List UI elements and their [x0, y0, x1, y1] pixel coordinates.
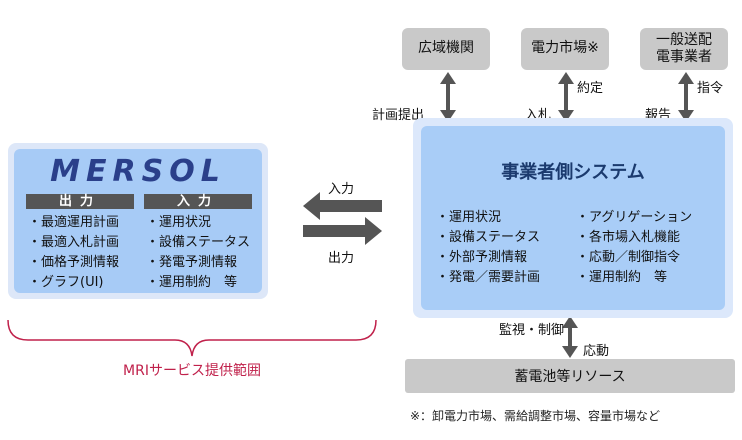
kouiki-box: 広域機関: [402, 28, 490, 70]
kouiki-label: 広域機関: [418, 40, 474, 57]
input-label: 入力: [328, 182, 355, 197]
mersol-logo: MERSOL: [50, 154, 226, 189]
transmission-operator-label-2: 電事業者: [656, 49, 712, 65]
market-double-arrow: [558, 72, 574, 122]
plan-submit-label: 計画提出: [372, 108, 425, 123]
mri-scope-label: MRIサービス提供範囲: [123, 363, 261, 379]
power-market-label: 電力市場※: [531, 40, 599, 57]
power-market-box: 電力市場※: [521, 28, 609, 70]
business-system-right-list: ・アグリゲーション ・各市場入札機能 ・応動／制御指令 ・運用制約 等: [576, 210, 693, 285]
mersol-output-list: ・最適運用計画 ・最適入札計画 ・価格予測情報 ・グラフ(UI): [28, 215, 120, 290]
battery-resources-box: 蓄電池等リソース: [405, 359, 735, 393]
battery-resources-label: 蓄電池等リソース: [514, 369, 626, 385]
mersol-input-list: ・運用状況 ・設備ステータス ・発電予測情報 ・運用制約 等: [146, 215, 251, 290]
transmission-operator-label-1: 一般送配: [656, 31, 712, 48]
business-system-left-list: ・運用状況 ・設備ステータス ・外部予測情報 ・発電／需要計画: [436, 210, 541, 285]
transmission-operator-box: 一般送配 電事業者: [640, 28, 728, 70]
footnote: ※：卸電力市場、需給調整市場、容量市場など: [410, 409, 661, 423]
mersol-panel: [14, 149, 262, 293]
scope-brace: [7, 319, 377, 357]
response-label: 応動: [583, 344, 610, 359]
transmission-double-arrow: [678, 72, 694, 122]
business-system-title: 事業者側システム: [501, 162, 645, 183]
business-system-panel: [421, 126, 725, 310]
battery-double-arrow: [562, 316, 578, 358]
kouiki-double-arrow: [440, 72, 456, 122]
output-label: 出力: [328, 251, 355, 266]
output-arrow-right: [303, 217, 382, 245]
command-label: 指令: [697, 81, 724, 96]
monitor-control-label: 監視・制御: [499, 323, 565, 338]
input-arrow-left: [303, 192, 382, 220]
input-header: 入力: [144, 194, 252, 209]
output-header: 出力: [26, 194, 134, 209]
contract-label: 約定: [577, 81, 604, 96]
